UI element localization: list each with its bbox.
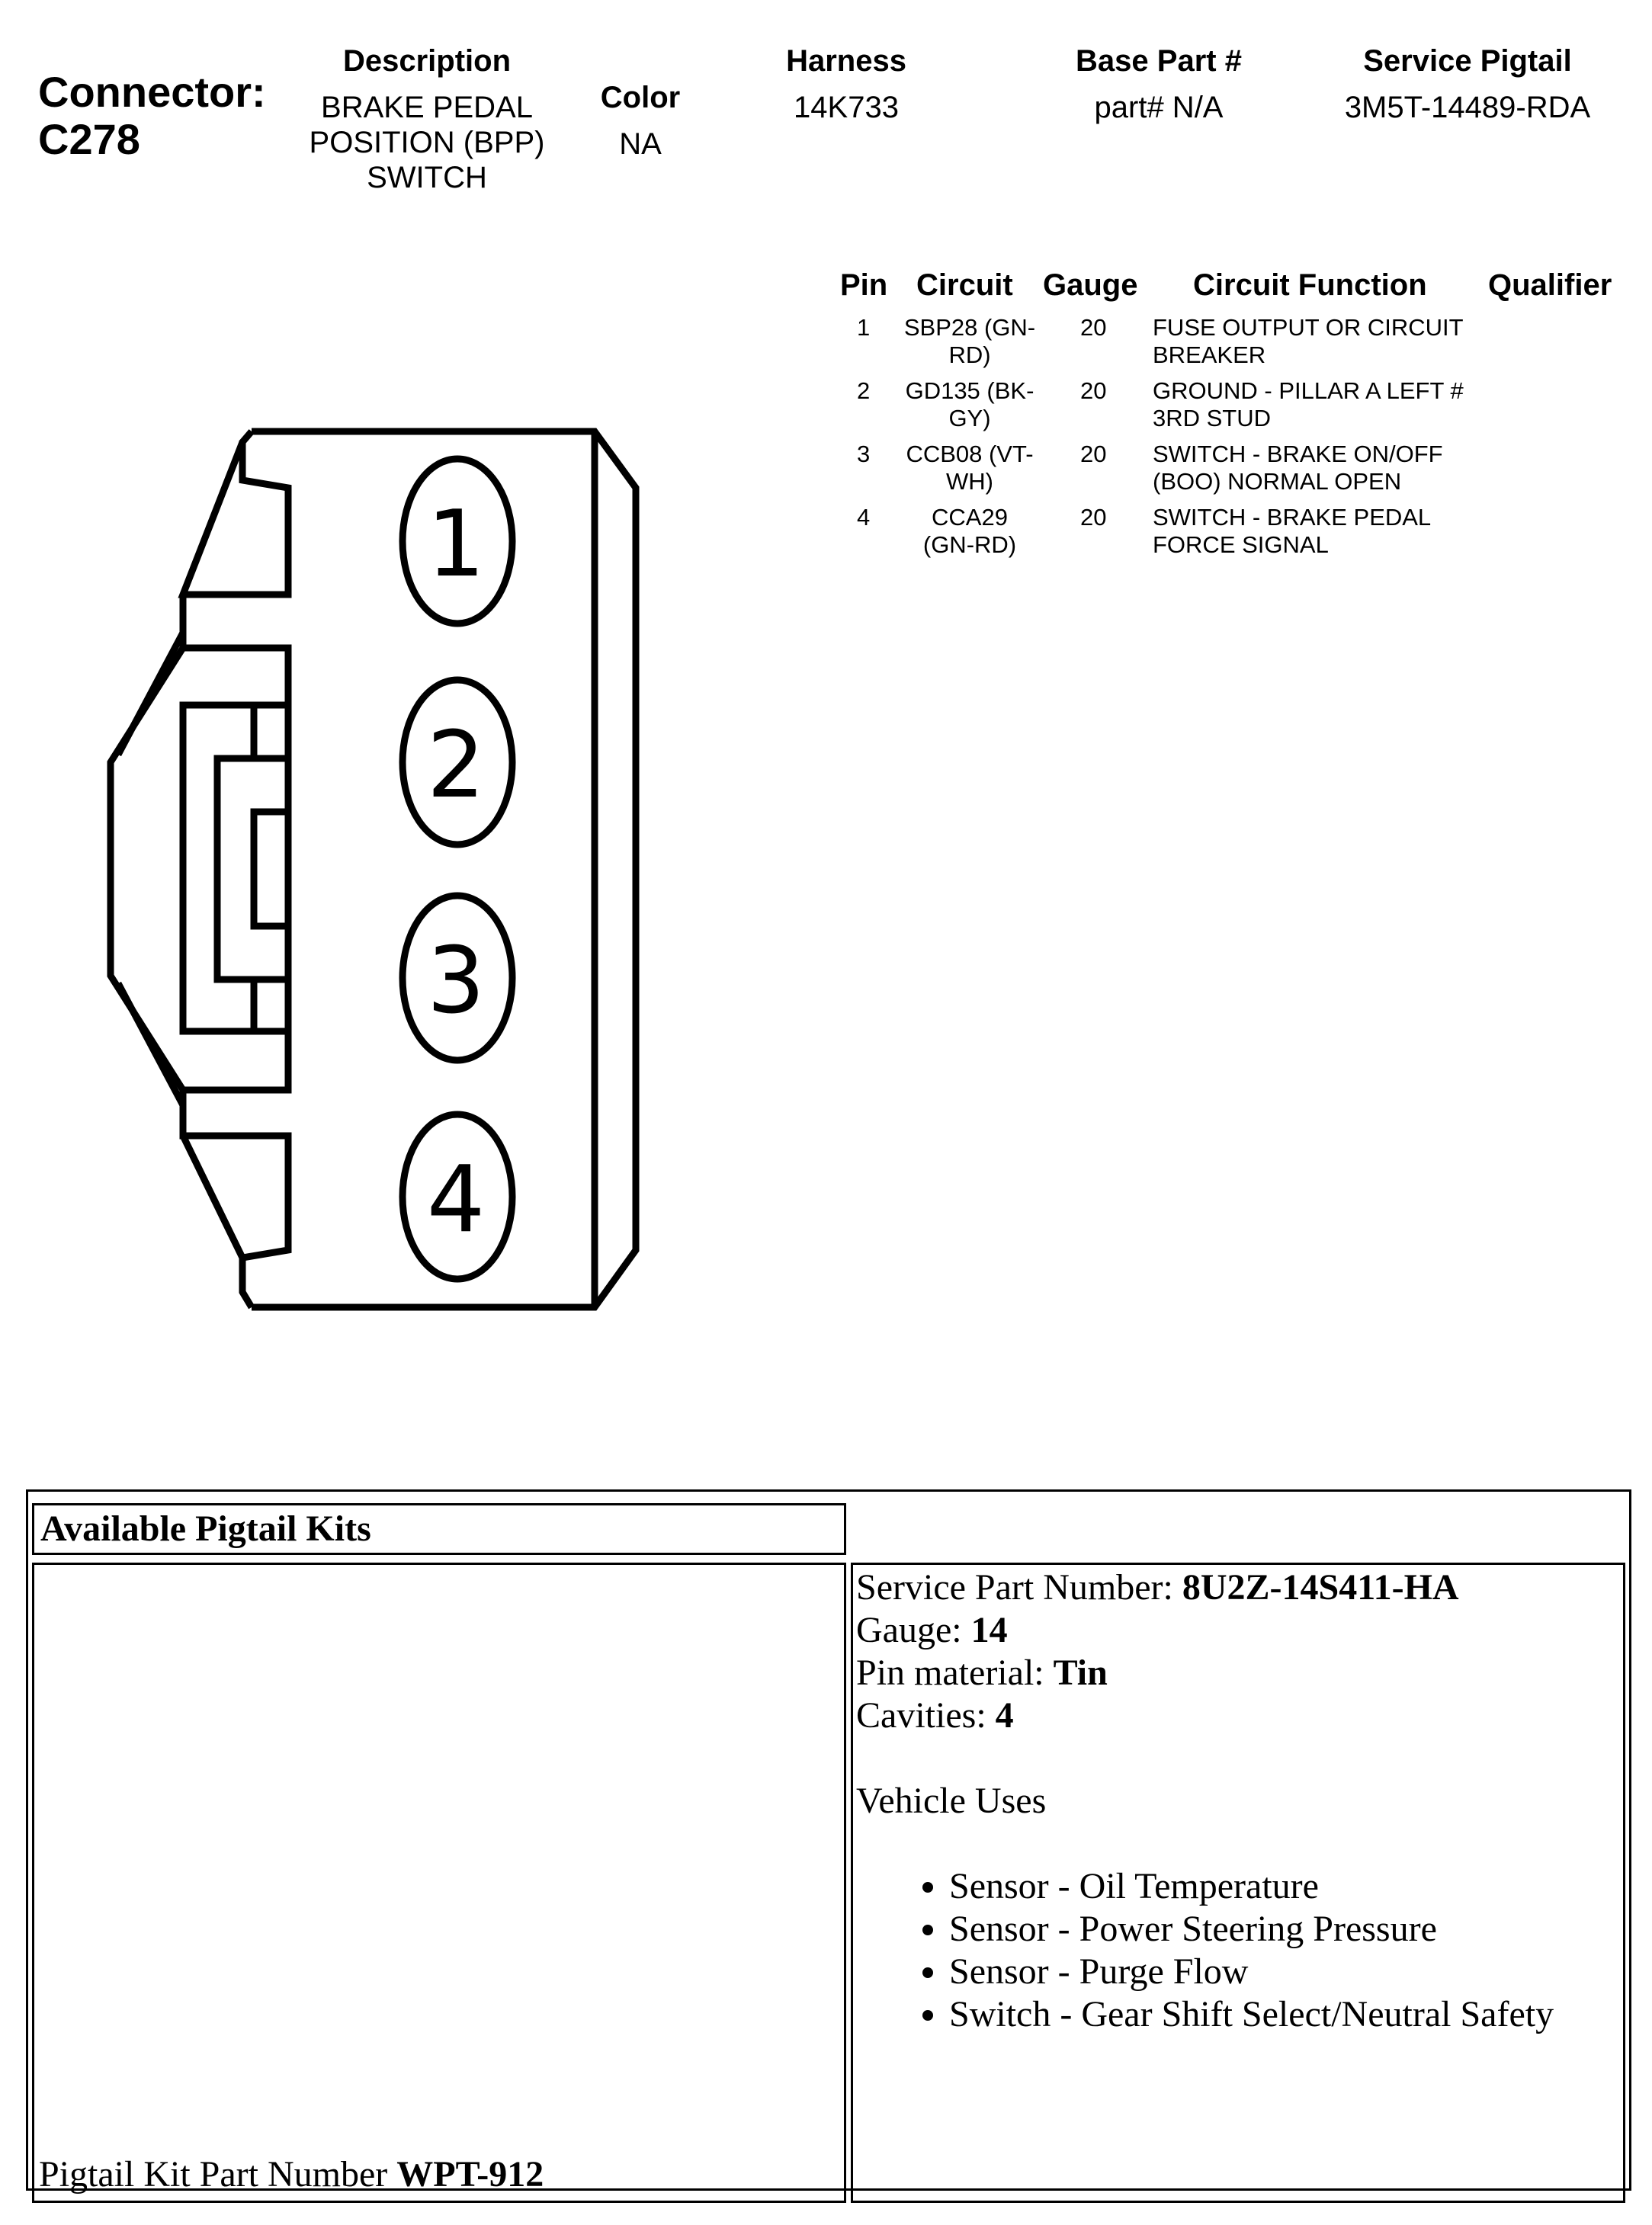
color-value: NA [619,127,662,161]
circuit-line: CCA29 [932,504,1008,531]
connector-id: C278 [38,115,140,163]
function-line: SWITCH - BRAKE PEDAL [1153,504,1432,531]
pin-material-label: Pin material: [856,1653,1054,1693]
table-row: 1 SBP28 (GN- RD) 20 FUSE OUTPUT OR CIRCU… [831,314,1639,375]
pigtail-heading: Available Pigtail Kits [40,1508,371,1549]
table-row: 4 CCA29 (GN-RD) 20 SWITCH - BRAKE PEDAL … [831,504,1639,565]
pin-2-circle [399,676,516,848]
function-line: (BOO) NORMAL OPEN [1153,468,1402,495]
circuit-col-header: Circuit [916,268,1013,302]
pin-4-circle [399,1111,516,1283]
gauge-cell: 20 [1080,377,1107,404]
gauge-label: Gauge: [856,1610,971,1650]
connector-title: Connector: C278 [38,69,266,163]
gauge-cell: 20 [1080,314,1107,341]
pigtail-outer-border [26,1489,1631,2191]
pin-1-circle [399,455,516,627]
gauge-cell: 20 [1080,441,1107,467]
harness-header: Harness [786,44,906,78]
service-part-label: Service Part Number: [856,1567,1182,1608]
list-item: Sensor - Purge Flow [949,1951,1623,1993]
pin-col-header: Pin [840,268,888,302]
circuit-line: GD135 (BK- [905,377,1035,404]
pigtail-kit-label: Pigtail Kit Part Number [39,2154,397,2195]
pin-3-label: 3 [427,928,485,1034]
connector-key-outline [107,646,186,1092]
function-cell: FUSE OUTPUT OR CIRCUIT BREAKER [1153,314,1488,369]
qualifier-col-header: Qualifier [1488,268,1612,302]
circuit-line: GY) [948,405,991,431]
cavities-label: Cavities: [856,1695,996,1736]
pin-number: 2 [857,377,871,404]
base-part-header: Base Part # [1076,44,1242,78]
color-header: Color [600,81,681,114]
list-item: Sensor - Oil Temperature [949,1865,1623,1908]
pigtail-details: Service Part Number: 8U2Z-14S411-HA Gaug… [853,1565,1623,2036]
circuit-line: (GN-RD) [922,531,1017,558]
description-line: SWITCH [367,161,487,194]
service-part-value: 8U2Z-14S411-HA [1182,1567,1459,1608]
pin-material-value: Tin [1053,1653,1108,1693]
pigtail-details-cell: Service Part Number: 8U2Z-14S411-HA Gaug… [851,1563,1625,2203]
function-cell: SWITCH - BRAKE ON/OFF (BOO) NORMAL OPEN [1153,441,1488,495]
pin-1-label: 1 [427,492,485,598]
description-line: POSITION (BPP) [309,126,545,159]
table-row: 2 GD135 (BK- GY) 20 GROUND - PILLAR A LE… [831,377,1639,438]
vehicle-uses-heading: Vehicle Uses [856,1781,1047,1821]
lock-tab-core [250,808,292,930]
function-line: SWITCH - BRAKE ON/OFF [1153,441,1443,467]
circuit-line: RD) [948,341,991,368]
function-col-header: Circuit Function [1193,268,1427,302]
service-part-line: Service Part Number: 8U2Z-14S411-HA [856,1566,1623,1609]
circuit-line: SBP28 (GN- [903,314,1036,341]
function-line: BREAKER [1153,341,1266,368]
pin-material-line: Pin material: Tin [856,1652,1623,1694]
list-item: Switch - Gear Shift Select/Neutral Safet… [949,1993,1623,2036]
pin-table: Pin Circuit Gauge Circuit Function Quali… [831,268,1639,573]
connector-label: Connector: [38,68,266,116]
circuit-line: CCB08 (VT- [906,441,1034,467]
gauge-col-header: Gauge [1043,268,1138,302]
connector-left-contour [178,429,292,1310]
circuit-line: WH) [946,468,993,495]
function-line: FUSE OUTPUT OR CIRCUIT [1153,314,1464,341]
function-cell: GROUND - PILLAR A LEFT # 3RD STUD [1153,377,1488,432]
connector-body-outline [252,428,640,1311]
pin-3-circle [399,892,516,1064]
function-cell: SWITCH - BRAKE PEDAL FORCE SIGNAL [1153,504,1488,559]
cavities-value: 4 [995,1695,1014,1736]
list-item: Sensor - Power Steering Pressure [949,1908,1623,1951]
service-pigtail-header: Service Pigtail [1363,44,1572,78]
pin-4-label: 4 [427,1147,485,1253]
function-line: GROUND - PILLAR A LEFT # [1153,377,1464,404]
service-pigtail-value: 3M5T-14489-RDA [1344,91,1591,124]
pigtail-kit-part-number: Pigtail Kit Part Number WPT-912 [39,2153,544,2196]
gauge-cell: 20 [1080,504,1107,531]
pin-2-label: 2 [427,713,485,819]
pin-number: 1 [857,314,871,341]
circuit-cell: CCA29 (GN-RD) [901,504,1038,559]
circuit-cell: CCB08 (VT- WH) [901,441,1038,495]
gauge-value: 14 [970,1610,1008,1650]
pin-number: 4 [857,504,871,531]
pigtail-heading-cell: Available Pigtail Kits [32,1503,846,1555]
circuit-cell: GD135 (BK- GY) [901,377,1038,432]
description-value: BRAKE PEDAL POSITION (BPP) SWITCH [290,90,564,195]
description-header: Description [342,44,512,78]
cavities-line: Cavities: 4 [856,1694,1623,1737]
pigtail-kit-number: WPT-912 [396,2154,544,2195]
vehicle-uses-list: Sensor - Oil Temperature Sensor - Power … [856,1865,1623,2036]
circuit-cell: SBP28 (GN- RD) [901,314,1038,369]
description-line: BRAKE PEDAL [321,91,533,124]
harness-value: 14K733 [794,91,899,124]
function-line: 3RD STUD [1153,405,1272,431]
gauge-line: Gauge: 14 [856,1609,1623,1652]
table-row: 3 CCB08 (VT- WH) 20 SWITCH - BRAKE ON/OF… [831,441,1639,502]
base-part-value: part# N/A [1094,91,1224,124]
pigtail-image-cell: Pigtail Kit Part Number WPT-912 [32,1563,846,2203]
function-line: FORCE SIGNAL [1153,531,1329,558]
connector-face-diagram: 1 2 3 4 [107,428,640,1311]
pin-number: 3 [857,441,871,467]
